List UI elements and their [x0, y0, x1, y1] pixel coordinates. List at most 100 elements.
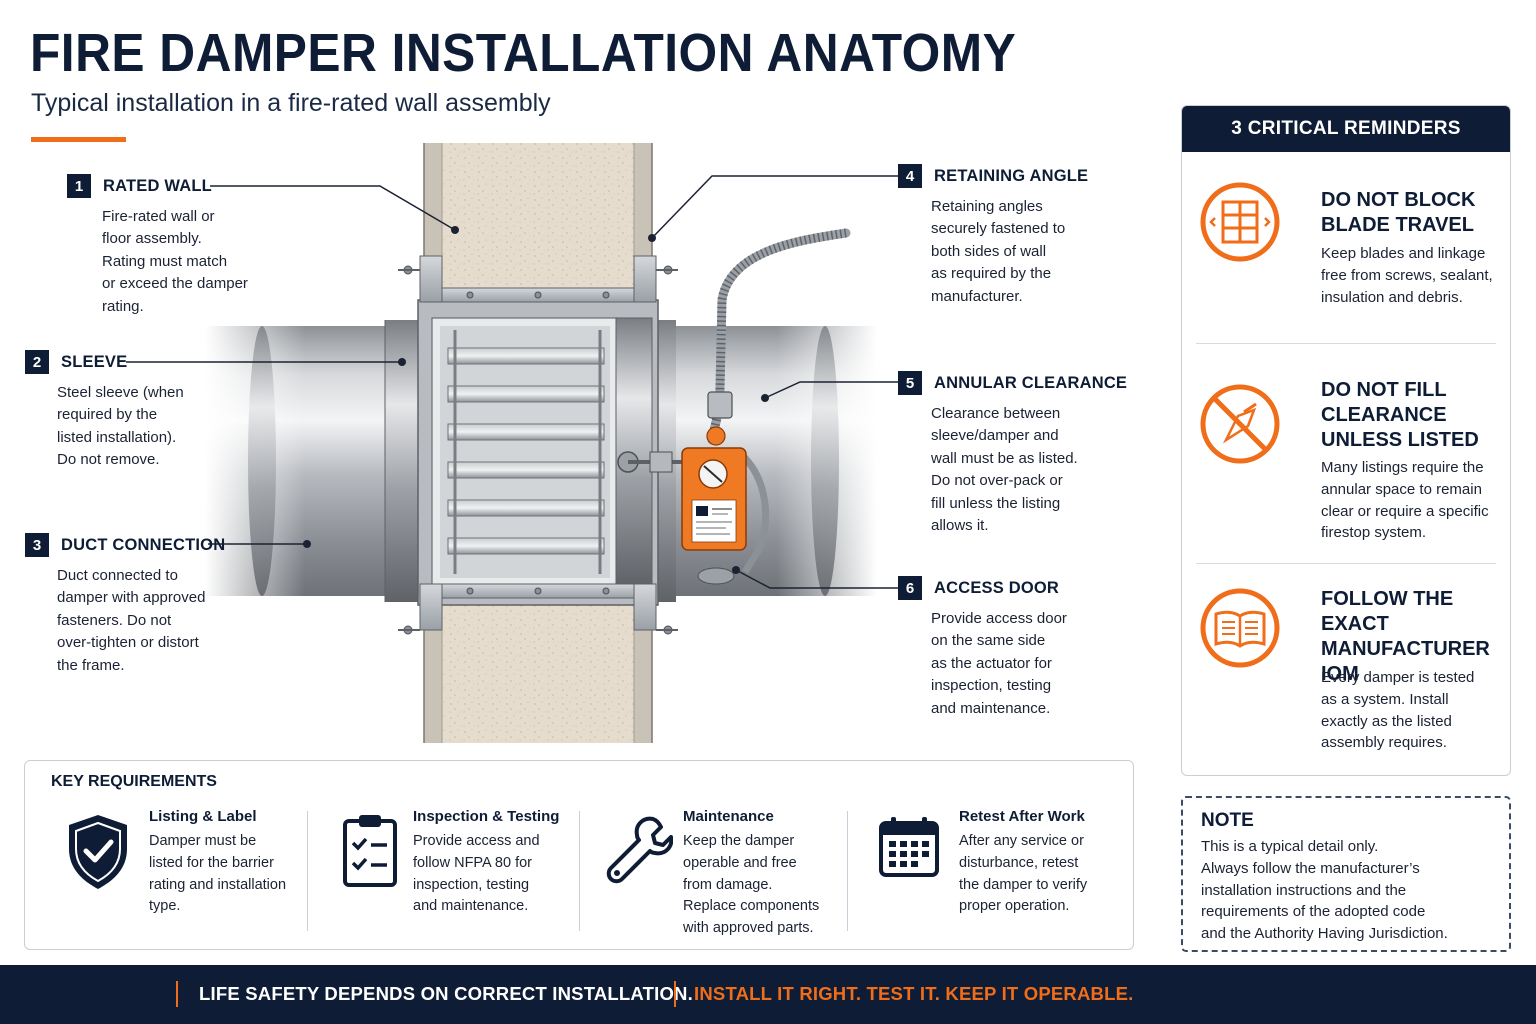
- requirement-title: Retest After Work: [959, 808, 1085, 825]
- callout-line: fill unless the listing: [931, 494, 1061, 512]
- reminder-divider: [1196, 343, 1496, 344]
- reminder-line: as a system. Install: [1321, 690, 1449, 708]
- requirement-line: rating and installation: [149, 876, 287, 893]
- callout-number: 6: [898, 576, 922, 600]
- reminder-title-line: FOLLOW THE EXACT: [1321, 588, 1454, 635]
- reminder-line: exactly as the listed: [1321, 712, 1452, 730]
- callout-retaining-angle: 4 RETAINING ANGLE Retaining angles secur…: [898, 164, 1088, 308]
- requirement-line: inspection, testing: [413, 876, 530, 893]
- callout-access-door: 6 ACCESS DOOR Provide access door on the…: [898, 576, 1067, 720]
- callout-title: SLEEVE: [61, 352, 128, 371]
- callout-body: Fire-rated wall or floor assembly. Ratin…: [102, 206, 248, 318]
- page-title: FIRE DAMPER INSTALLATION ANATOMY: [30, 23, 1017, 83]
- key-requirements-panel: KEY REQUIREMENTS Listing & Label Damper …: [24, 760, 1134, 950]
- title-accent-rule: [31, 137, 126, 142]
- callout-line: rating.: [102, 297, 144, 315]
- reminder-line: annular space to remain: [1321, 480, 1482, 498]
- callout-line: wall must be as listed.: [931, 449, 1078, 467]
- callout-line: sleeve/damper and: [931, 427, 1059, 445]
- callout-line: Rating must match: [102, 252, 228, 270]
- reminder-line: Keep blades and linkage: [1321, 245, 1486, 262]
- callout-line: or exceed the damper: [102, 275, 248, 293]
- footer-accent-bar: [674, 981, 676, 1007]
- callout-title: ACCESS DOOR: [934, 578, 1060, 597]
- reminder-no-fill: DO NOT FILL CLEARANCE UNLESS LISTED Many…: [1182, 368, 1510, 568]
- requirement-title: Inspection & Testing: [413, 808, 560, 825]
- callout-title: DUCT CONNECTION: [61, 535, 226, 554]
- requirement-line: the damper to verify: [959, 876, 1088, 893]
- note-text: This is a typical detail only. Always fo…: [1201, 836, 1501, 945]
- requirement-line: type.: [149, 898, 181, 915]
- reminder-line: assembly requires.: [1321, 734, 1447, 752]
- callout-title: ANNULAR CLEARANCE: [934, 373, 1128, 392]
- note-line: and the Authority Having Jurisdiction.: [1201, 925, 1448, 943]
- footer-right-message: INSTALL IT RIGHT. TEST IT. KEEP IT OPERA…: [694, 983, 1134, 1004]
- callout-line: inspection, testing: [931, 677, 1052, 695]
- callout-line: damper with approved: [57, 589, 206, 607]
- callout-line: the frame.: [57, 656, 125, 674]
- requirement-body: Provide access and follow NFPA 80 for in…: [413, 831, 583, 918]
- reminder-body: Every damper is tested as a system. Inst…: [1321, 667, 1509, 754]
- callout-line: Provide access door: [931, 610, 1067, 627]
- requirement-line: Keep the damper: [683, 833, 795, 849]
- note-line: This is a typical detail only.: [1201, 838, 1379, 855]
- requirement-title: Maintenance: [683, 808, 774, 825]
- reminder-line: Every damper is tested: [1321, 669, 1475, 686]
- page-subtitle: Typical installation in a fire-rated wal…: [31, 89, 551, 117]
- callout-line: manufacturer.: [931, 287, 1023, 305]
- reminder-title: DO NOT FILL CLEARANCE UNLESS LISTED: [1321, 378, 1506, 453]
- callout-sleeve: 2 SLEEVE Steel sleeve (when required by …: [25, 350, 184, 472]
- requirement-separator: [579, 811, 580, 931]
- requirement-line: After any service or: [959, 833, 1084, 849]
- reminder-follow-iom: FOLLOW THE EXACT MANUFACTURER IOM Every …: [1182, 584, 1510, 774]
- callout-number: 3: [25, 533, 49, 557]
- callout-number: 5: [898, 371, 922, 395]
- callout-number: 2: [25, 350, 49, 374]
- callout-line: Do not over-pack or: [931, 472, 1063, 490]
- reminder-title-line: IOM: [1321, 663, 1359, 685]
- key-requirements-title: KEY REQUIREMENTS: [51, 773, 217, 790]
- requirement-body: Damper must be listed for the barrier ra…: [149, 831, 319, 918]
- footer-banner: LIFE SAFETY DEPENDS ON CORRECT INSTALLAT…: [0, 965, 1536, 1024]
- note-title: NOTE: [1201, 810, 1254, 831]
- requirement-line: from damage.: [683, 876, 773, 893]
- callout-line: and maintenance.: [931, 699, 1051, 717]
- requirement-line: with approved parts.: [683, 920, 814, 937]
- note-line: Always follow the manufacturer’s: [1201, 859, 1420, 877]
- callout-line: securely fastened to: [931, 220, 1066, 238]
- requirement-body: Keep the damper operable and free from d…: [683, 831, 853, 940]
- callout-line: listed installation).: [57, 428, 177, 446]
- callout-line: both sides of wall: [931, 242, 1047, 260]
- callout-line: Clearance between: [931, 405, 1061, 422]
- callout-line: on the same side: [931, 632, 1046, 650]
- callout-line: Steel sleeve (when: [57, 384, 184, 401]
- callout-body: Provide access door on the same side as …: [931, 608, 1067, 720]
- critical-reminders-panel: 3 CRITICAL REMINDERS DO NOT BLOCK BLADE …: [1181, 105, 1511, 776]
- callout-annular-clearance: 5 ANNULAR CLEARANCE Clearance between sl…: [898, 371, 1127, 537]
- wrench-icon: [606, 816, 673, 884]
- reminder-title: DO NOT BLOCK BLADE TRAVEL: [1321, 188, 1506, 238]
- callout-body: Retaining angles securely fastened to bo…: [931, 196, 1088, 308]
- reminder-divider: [1196, 563, 1496, 564]
- callout-line: fasteners. Do not: [57, 611, 172, 629]
- callout-line: Do not remove.: [57, 451, 160, 469]
- reminder-line: Many listings require the: [1321, 459, 1484, 476]
- callout-body: Steel sleeve (when required by the liste…: [57, 382, 184, 472]
- blade-travel-icon: [1200, 182, 1280, 262]
- reminder-title-line: UNLESS LISTED: [1321, 429, 1479, 451]
- open-book-icon: [1200, 588, 1280, 668]
- callout-line: Fire-rated wall or: [102, 208, 215, 225]
- reminder-body: Keep blades and linkage free from screws…: [1321, 243, 1509, 308]
- footer-accent-bar: [176, 981, 178, 1007]
- footer-left-message: LIFE SAFETY DEPENDS ON CORRECT INSTALLAT…: [199, 983, 693, 1004]
- callout-line: Retaining angles: [931, 198, 1043, 215]
- callout-line: as the actuator for: [931, 654, 1052, 672]
- reminder-title-line: MANUFACTURER: [1321, 638, 1490, 660]
- note-line: requirements of the adopted code: [1201, 903, 1426, 921]
- callout-rated-wall: 1 RATED WALL Fire-rated wall or floor as…: [67, 174, 248, 318]
- requirement-separator: [847, 811, 848, 931]
- requirement-title: Listing & Label: [149, 808, 257, 825]
- shield-check-icon: [69, 815, 127, 889]
- note-box: NOTE This is a typical detail only. Alwa…: [1181, 796, 1511, 952]
- callout-title: RATED WALL: [103, 176, 212, 195]
